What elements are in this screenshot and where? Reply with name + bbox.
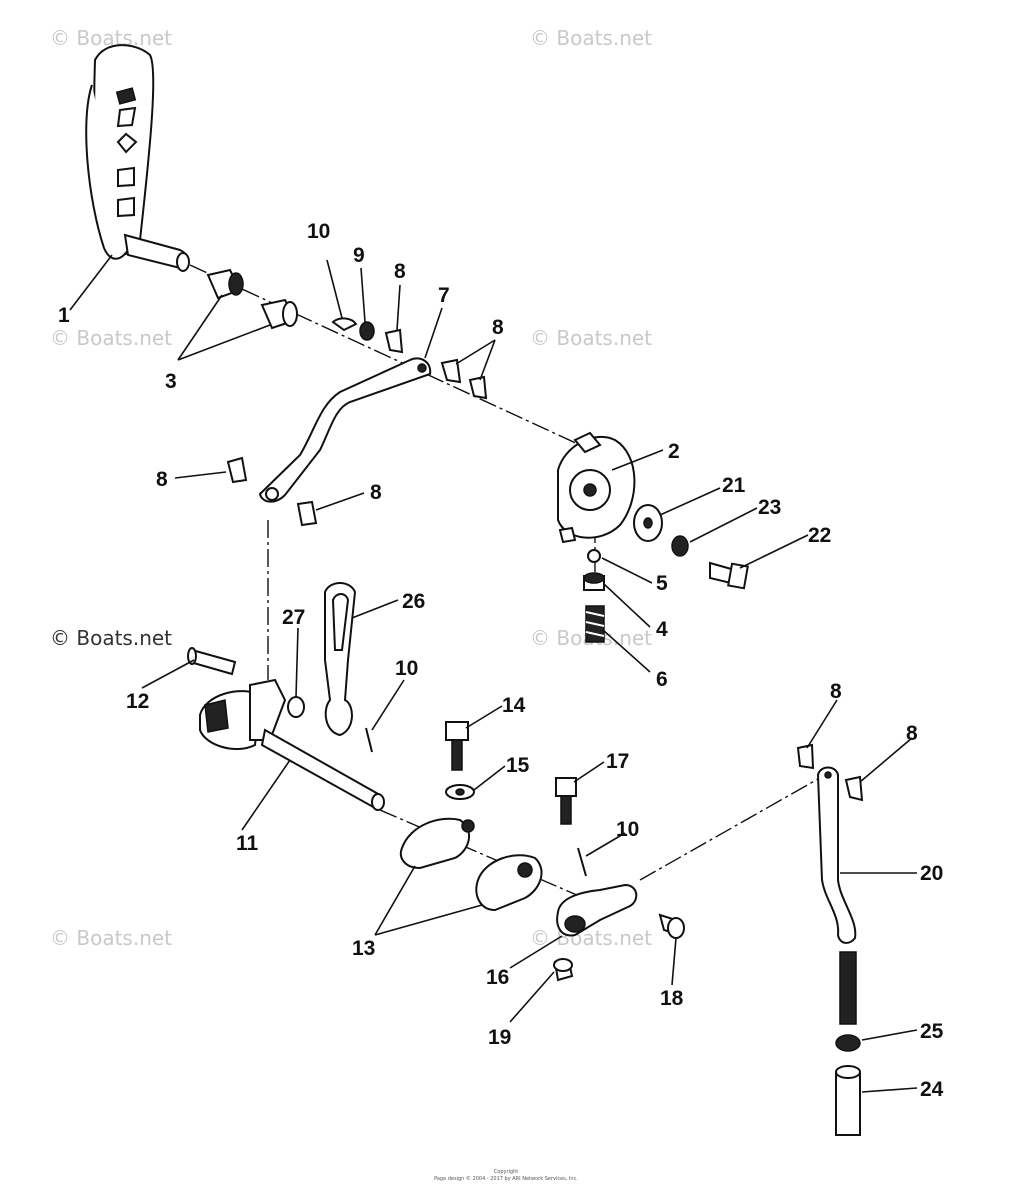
callout-8: 8 — [906, 722, 918, 745]
callout-8: 8 — [830, 680, 842, 703]
callout-10: 10 — [616, 818, 639, 841]
callout-21: 21 — [722, 474, 746, 497]
callout-19: 19 — [488, 1026, 511, 1049]
callout-14: 14 — [502, 694, 526, 717]
leader-lines — [69, 254, 918, 1093]
bracket-parts — [400, 817, 543, 912]
callout-4: 4 — [656, 618, 668, 641]
callout-15: 15 — [506, 754, 530, 777]
callout-23: 23 — [758, 496, 781, 519]
watermark: © Boats.net — [50, 626, 172, 650]
cam-plate-part — [557, 431, 636, 544]
callout-3: 3 — [165, 370, 177, 393]
detent-spring-parts — [583, 549, 605, 643]
shift-shaft-part — [199, 678, 385, 811]
callout-27: 27 — [282, 606, 305, 629]
watermark: © Boats.net — [50, 326, 172, 350]
callout-10: 10 — [395, 657, 418, 680]
callout-8: 8 — [370, 481, 382, 504]
shift-link-part — [258, 357, 432, 503]
center-lines — [189, 264, 826, 906]
copyright-notice: Page design © 2004 - 2017 by ARI Network… — [434, 1175, 578, 1182]
watermark: © Boats.net — [530, 26, 652, 50]
callout-8: 8 — [394, 260, 406, 283]
callout-25: 25 — [920, 1020, 944, 1043]
callout-2: 2 — [668, 440, 680, 463]
callout-5: 5 — [656, 572, 668, 595]
callout-1: 1 — [58, 304, 70, 327]
callout-18: 18 — [660, 987, 684, 1010]
callout-26: 26 — [402, 590, 425, 613]
callout-8: 8 — [492, 316, 504, 339]
callout-6: 6 — [656, 668, 668, 691]
callout-22: 22 — [808, 524, 831, 547]
callout-24: 24 — [920, 1078, 944, 1101]
shift-handle-part — [85, 44, 190, 272]
watermark: © Boats.net — [530, 926, 652, 950]
shift-arm-part — [324, 582, 357, 737]
link-rod-parts — [816, 766, 861, 1136]
callout-10: 10 — [307, 220, 330, 243]
bushing-part — [206, 268, 298, 330]
copyright-line: Copyright — [494, 1169, 518, 1175]
washer-bolt-parts-right — [633, 504, 749, 590]
callout-11: 11 — [236, 832, 259, 855]
callout-9: 9 — [353, 244, 365, 267]
callout-16: 16 — [486, 966, 509, 989]
clip-parts-top — [226, 317, 864, 802]
callout-7: 7 — [438, 284, 450, 307]
callout-12: 12 — [126, 690, 149, 713]
callout-13: 13 — [352, 937, 375, 960]
callout-20: 20 — [920, 862, 943, 885]
callout-labels: 1 3 10 9 8 7 8 8 8 2 21 23 22 5 4 6 26 2… — [58, 220, 944, 1101]
callout-8: 8 — [156, 468, 168, 491]
callout-17: 17 — [606, 750, 629, 773]
lever-parts — [553, 777, 685, 982]
watermark: © Boats.net — [530, 326, 652, 350]
bolt-washer-parts-mid — [445, 721, 475, 800]
watermark: © Boats.net — [50, 926, 172, 950]
